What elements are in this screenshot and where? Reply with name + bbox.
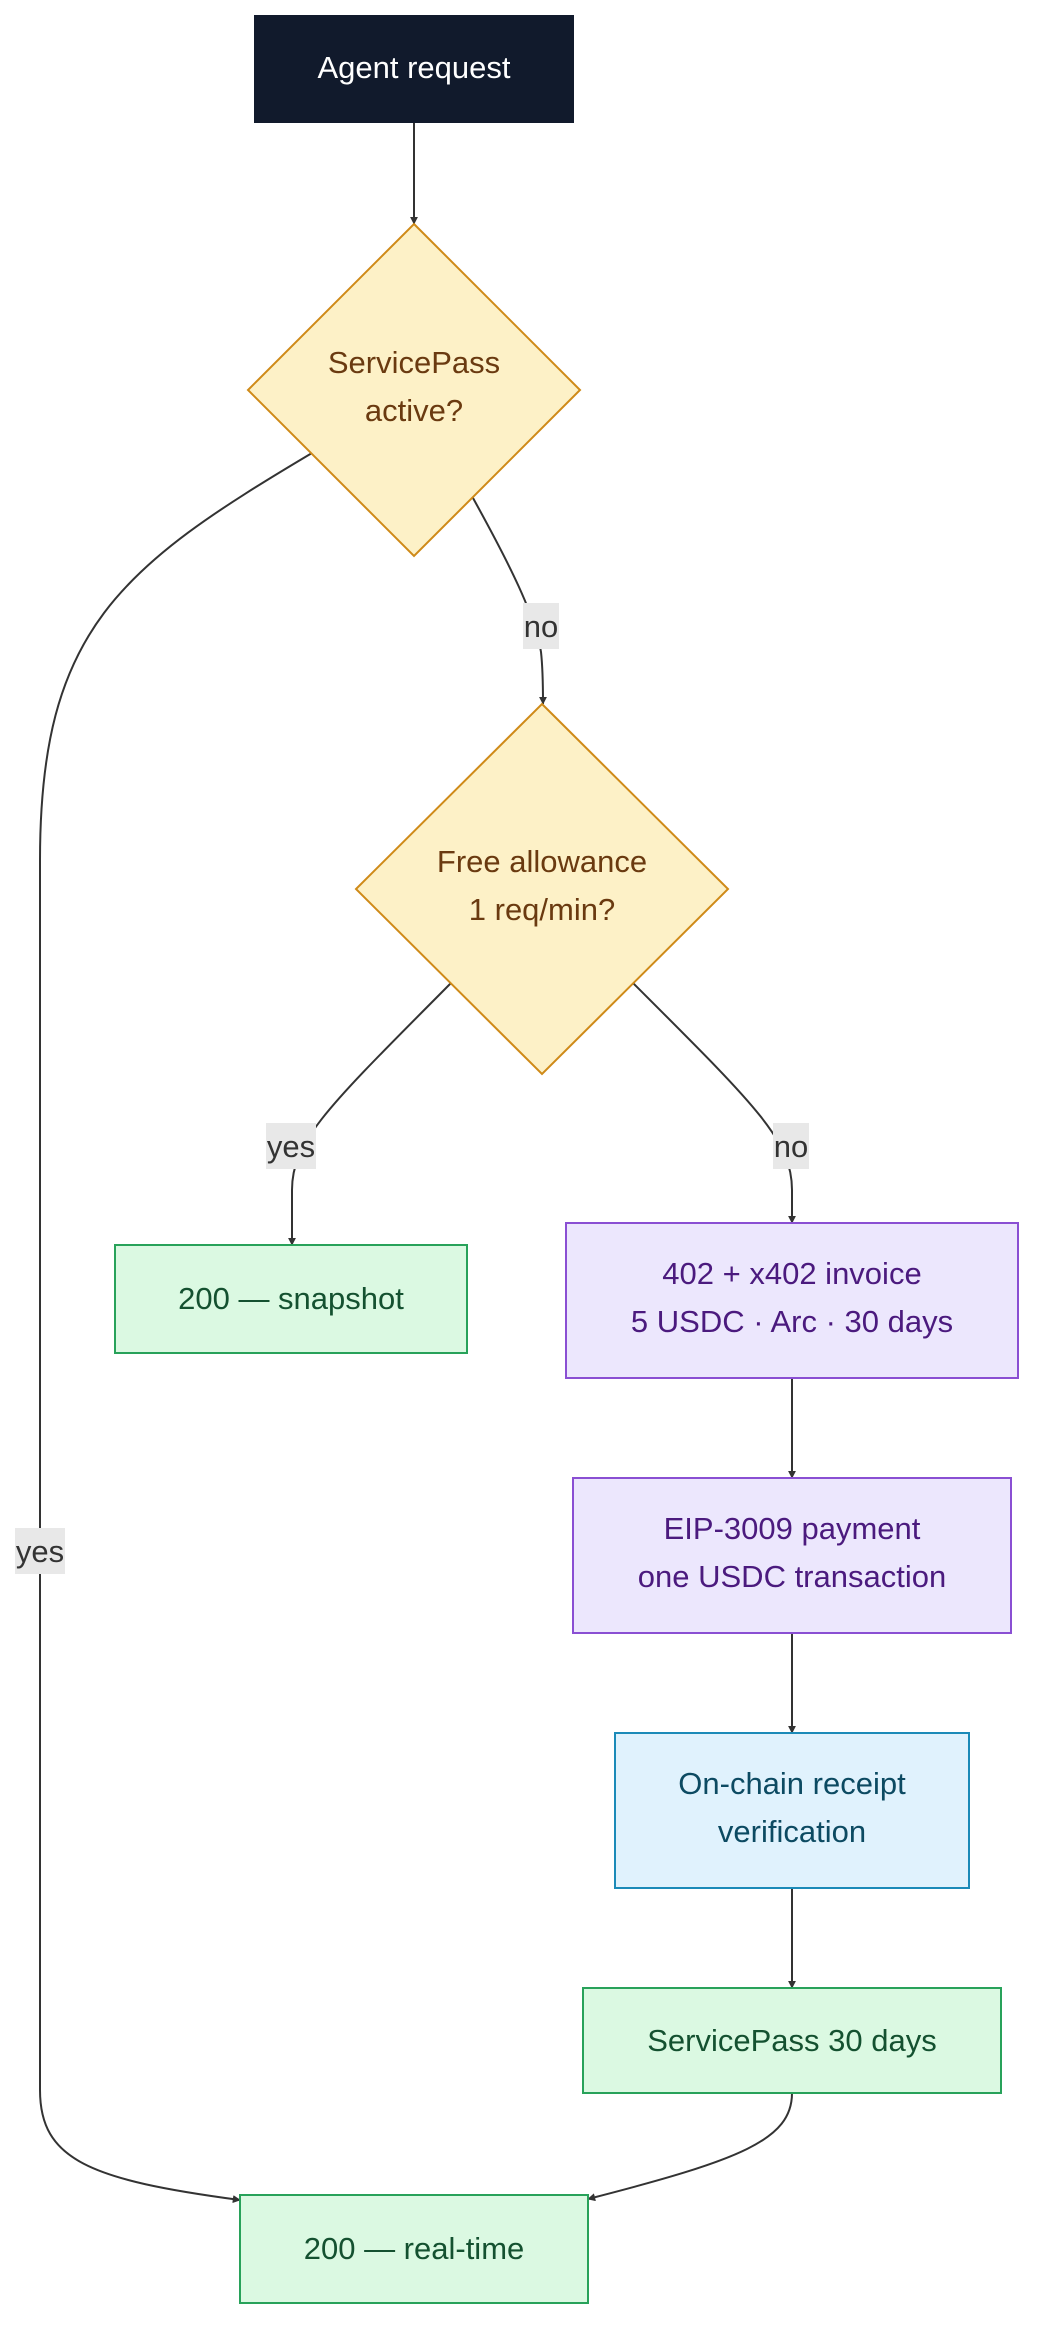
svg-text:yes: yes <box>16 1534 64 1569</box>
svg-text:ServicePass 30 days: ServicePass 30 days <box>647 2023 936 2058</box>
svg-text:verification: verification <box>718 1814 866 1849</box>
edge-allowance-no <box>632 982 796 1224</box>
edge-label-servicepass-no: no <box>523 603 559 649</box>
svg-text:no: no <box>774 1129 808 1164</box>
svg-text:1 req/min?: 1 req/min? <box>469 892 615 927</box>
edge-servicepass-no <box>472 497 547 705</box>
edge-allowance-yes <box>288 982 452 1246</box>
node-servicepass-30-days: ServicePass 30 days <box>582 1987 1002 2094</box>
edge-label-servicepass-yes: yes <box>15 1528 65 1574</box>
edge-servicepass-yes <box>39 452 313 2204</box>
svg-text:EIP-3009 payment: EIP-3009 payment <box>664 1511 921 1546</box>
node-realtime: 200 — real-time <box>239 2194 589 2304</box>
nodes: Agent request ServicePass active? Free a… <box>114 15 1019 2304</box>
edge-label-allowance-no: no <box>773 1123 809 1169</box>
svg-text:200 — snapshot: 200 — snapshot <box>178 1281 404 1316</box>
edge-servicepass30-to-realtime <box>587 2092 793 2202</box>
svg-text:5 USDC · Arc · 30 days: 5 USDC · Arc · 30 days <box>631 1304 953 1339</box>
node-payment: EIP-3009 payment one USDC transaction <box>572 1477 1012 1634</box>
svg-text:ServicePass: ServicePass <box>328 345 500 380</box>
node-snapshot: 200 — snapshot <box>114 1244 468 1354</box>
edge-label-allowance-yes: yes <box>266 1123 316 1169</box>
svg-text:On-chain receipt: On-chain receipt <box>678 1766 906 1801</box>
svg-text:Free allowance: Free allowance <box>437 844 647 879</box>
svg-text:200 — real-time: 200 — real-time <box>304 2231 525 2266</box>
node-agent-request: Agent request <box>254 15 574 123</box>
svg-text:active?: active? <box>365 393 463 428</box>
decision-free-allowance: Free allowance 1 req/min? <box>354 702 730 1076</box>
node-invoice: 402 + x402 invoice 5 USDC · Arc · 30 day… <box>565 1222 1019 1379</box>
edge-labels: no yes yes no <box>15 603 809 1574</box>
node-verification: On-chain receipt verification <box>614 1732 970 1889</box>
decision-servicepass-active: ServicePass active? <box>246 222 582 558</box>
svg-text:no: no <box>524 609 558 644</box>
svg-text:402 + x402 invoice: 402 + x402 invoice <box>662 1256 921 1291</box>
edges <box>39 123 796 2204</box>
svg-text:one USDC transaction: one USDC transaction <box>638 1559 946 1594</box>
svg-text:Agent request: Agent request <box>317 50 510 85</box>
svg-text:yes: yes <box>267 1129 315 1164</box>
